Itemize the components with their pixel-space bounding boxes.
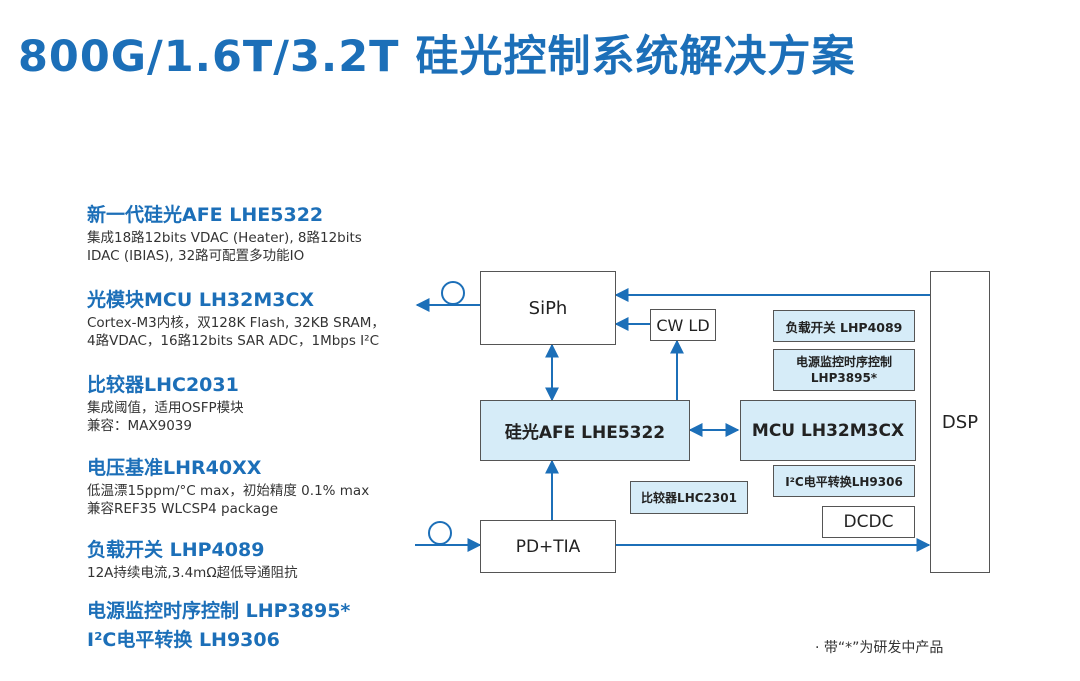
mcu-block: MCU LH32M3CX — [740, 400, 916, 461]
feature-power-monitor: 电源监控时序控制 LHP3895* — [87, 599, 350, 623]
power-monitor-block: 电源监控时序控制 LHP3895* — [773, 349, 915, 391]
cwld-block: CW LD — [650, 309, 716, 341]
feature-i2c: I²C电平转换 LH9306 — [87, 628, 280, 652]
i2c-block: I²C电平转换LH9306 — [773, 465, 915, 497]
i2c-label: I²C电平转换LH9306 — [785, 474, 903, 489]
feature-desc: 兼容：MAX9039 — [87, 418, 192, 434]
feature-afe: 新一代硅光AFE LHE5322 集成18路12bits VDAC (Heate… — [87, 203, 362, 265]
page-title: 800G/1.6T/3.2T 硅光控制系统解决方案 — [18, 32, 856, 82]
feature-heading: I²C电平转换 LH9306 — [87, 629, 280, 651]
feature-heading: 光模块MCU LH32M3CX — [87, 289, 315, 311]
comparator-label: 比较器LHC2301 — [641, 491, 737, 505]
power-monitor-label: 电源监控时序控制 — [795, 355, 892, 369]
footnote: · 带“*”为研发中产品 — [815, 640, 944, 656]
feature-desc: 12A持续电流,3.4mΩ超低导通阻抗 — [87, 565, 298, 581]
dcdc-block: DCDC — [822, 506, 915, 538]
feature-desc: 低温漂15ppm/°C max，初始精度 0.1% max — [87, 483, 370, 499]
feature-desc: 4路VDAC，16路12bits SAR ADC，1Mbps I²C — [87, 333, 380, 349]
mcu-label: MCU LH32M3CX — [751, 420, 905, 441]
feature-heading: 电源监控时序控制 LHP3895* — [87, 600, 351, 622]
dsp-label: DSP — [941, 411, 979, 433]
dsp-block: DSP — [930, 271, 990, 573]
siph-label: SiPh — [528, 297, 568, 319]
feature-vref: 电压基准LHR40XX 低温漂15ppm/°C max，初始精度 0.1% ma… — [87, 456, 369, 518]
feature-desc: 集成阈值，适用OSFP模块 — [87, 400, 244, 416]
feature-heading: 新一代硅光AFE LHE5322 — [87, 204, 324, 226]
pdtia-block: PD+TIA — [480, 520, 616, 573]
load-switch-label: 负载开关 LHP4089 — [785, 319, 903, 335]
feature-desc: Cortex-M3内核，双128K Flash, 32KB SRAM， — [87, 315, 385, 331]
power-monitor-part: LHP3895* — [810, 371, 878, 385]
feature-heading: 负载开关 LHP4089 — [87, 539, 265, 561]
fiber-loop-bottom — [428, 521, 452, 545]
pdtia-label: PD+TIA — [515, 536, 581, 557]
feature-desc: 集成18路12bits VDAC (Heater), 8路12bits — [87, 230, 362, 246]
feature-desc: IDAC (IBIAS), 32路可配置多功能IO — [87, 248, 305, 264]
load-switch-block: 负载开关 LHP4089 — [773, 310, 915, 342]
comparator-block: 比较器LHC2301 — [630, 481, 748, 514]
feature-heading: 电压基准LHR40XX — [87, 457, 262, 479]
feature-comparator: 比较器LHC2031 集成阈值，适用OSFP模块 兼容：MAX9039 — [87, 373, 244, 435]
dcdc-label: DCDC — [843, 512, 894, 532]
feature-desc: 兼容REF35 WLCSP4 package — [87, 501, 279, 517]
cwld-label: CW LD — [656, 315, 710, 335]
afe-label: 硅光AFE LHE5322 — [504, 423, 666, 443]
feature-mcu: 光模块MCU LH32M3CX Cortex-M3内核，双128K Flash,… — [87, 288, 385, 350]
feature-load-switch: 负载开关 LHP4089 12A持续电流,3.4mΩ超低导通阻抗 — [87, 538, 298, 582]
fiber-loop-top — [441, 281, 465, 305]
siph-block: SiPh — [480, 271, 616, 345]
afe-block: 硅光AFE LHE5322 — [480, 400, 690, 461]
feature-heading: 比较器LHC2031 — [87, 374, 239, 396]
